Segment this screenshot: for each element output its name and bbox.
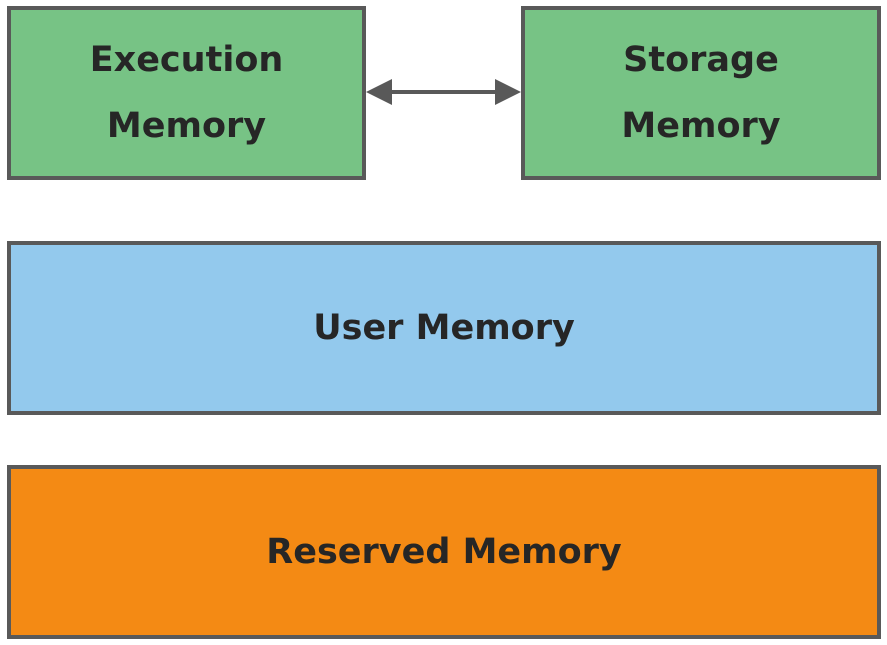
storage-memory-label-line1: Storage [623, 40, 779, 80]
execution-memory-label-line1: Execution [89, 40, 284, 80]
reserved-memory-box: Reserved Memory [7, 465, 881, 639]
bidirectional-arrow [366, 79, 521, 105]
execution-memory-label-line2: Memory [106, 106, 267, 146]
user-memory-label: User Memory [313, 308, 575, 348]
storage-memory-label-line2: Memory [621, 106, 781, 146]
reserved-memory-label: Reserved Memory [266, 532, 622, 572]
arrow-head-right [495, 79, 521, 105]
storage-memory-box: Storage Memory [521, 6, 881, 180]
user-memory-box: User Memory [7, 241, 881, 415]
arrow-head-left [366, 79, 392, 105]
execution-memory-box: Execution Memory [7, 6, 366, 180]
